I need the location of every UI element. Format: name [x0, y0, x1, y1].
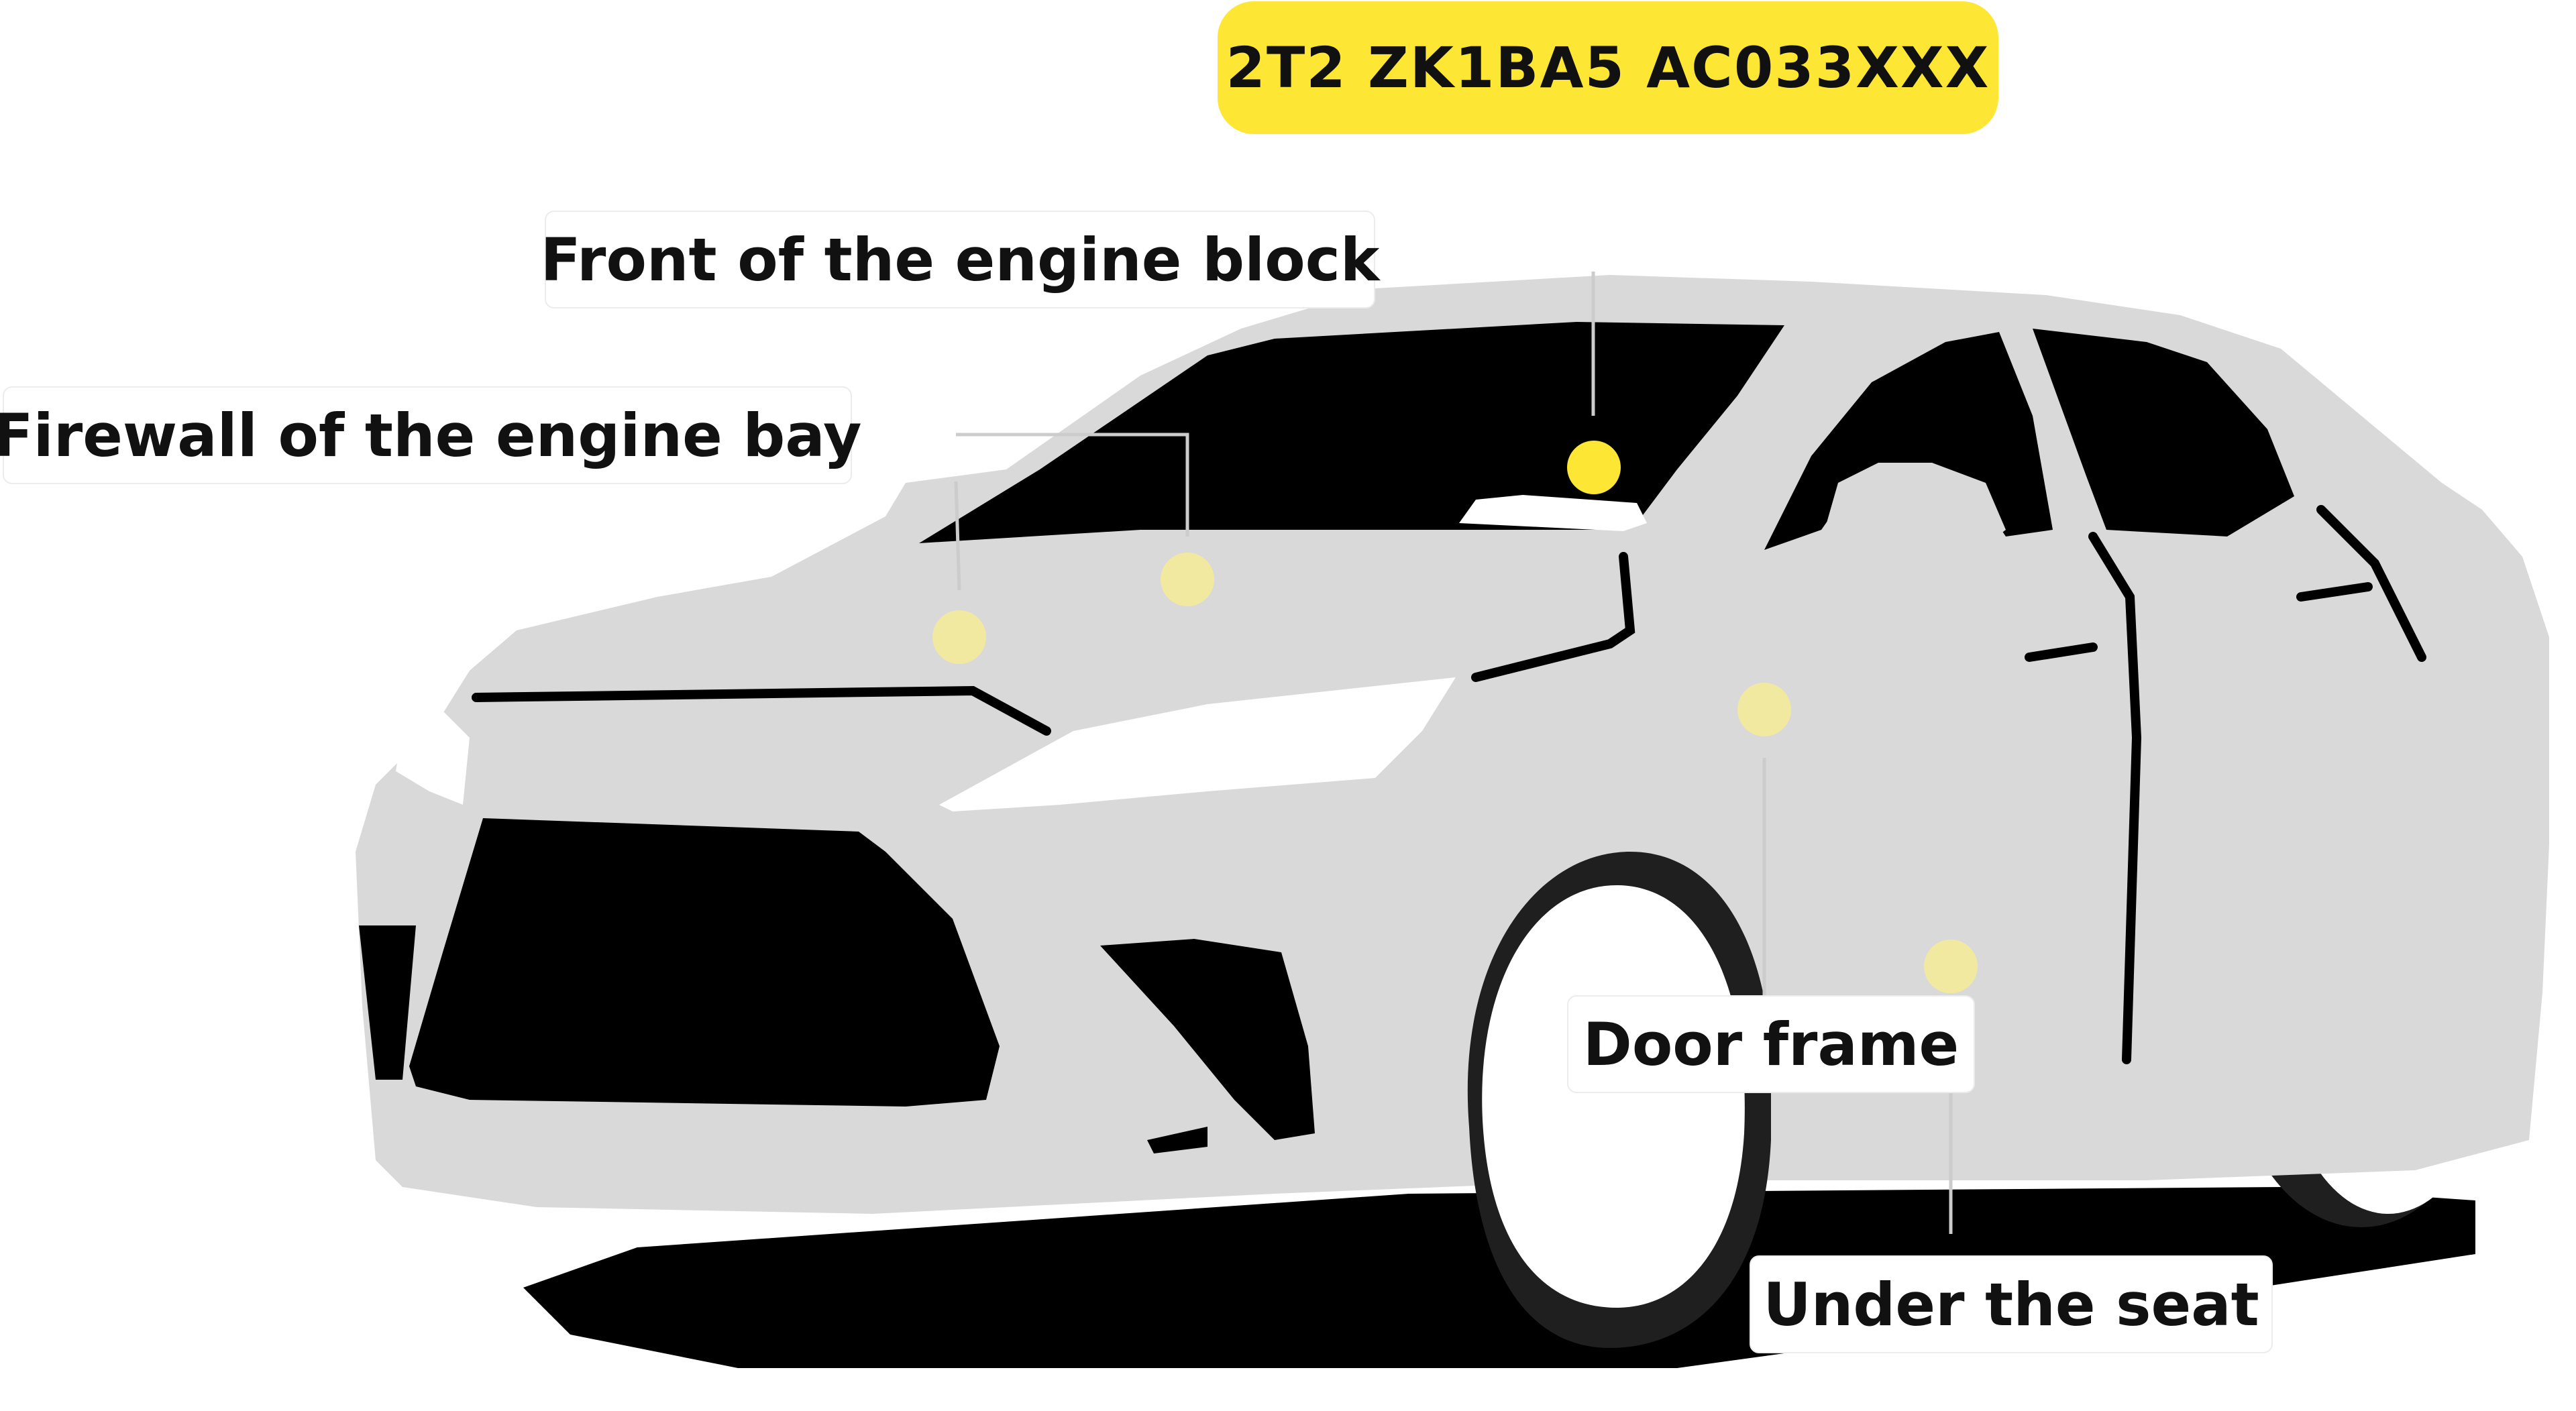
marker-firewall-right — [1161, 553, 1214, 606]
label-door-frame: Door frame — [1567, 995, 1975, 1093]
front-door-handle — [2025, 642, 2098, 662]
rear-door-handle — [2296, 582, 2373, 602]
hood-line — [472, 685, 1051, 736]
marker-firewall-left — [932, 610, 986, 664]
door-gap-line — [2088, 532, 2142, 1064]
headlight-left — [396, 711, 470, 805]
grille — [409, 818, 1000, 1107]
rear-door-line — [2316, 505, 2426, 662]
headlight-right — [939, 677, 1456, 811]
marker-under-seat — [1924, 940, 1978, 993]
fog-light-left — [359, 925, 416, 1080]
fog-light-accent — [1147, 1127, 1208, 1153]
marker-front-engine-block — [1567, 441, 1621, 494]
label-text: Door frame — [1582, 1009, 1960, 1079]
leader-line-firewall-1 — [956, 433, 1189, 537]
front-rim — [1482, 885, 1745, 1308]
fog-light-right — [1100, 939, 1315, 1140]
label-text: Firewall of the engine bay — [0, 400, 862, 470]
fender-line — [1471, 552, 1635, 682]
label-text: Under the seat — [1763, 1269, 2259, 1339]
label-under-seat: Under the seat — [1750, 1255, 2273, 1353]
label-firewall: Firewall of the engine bay — [0, 386, 861, 484]
label-front-engine-block: Front of the engine block — [541, 211, 1379, 308]
label-text: Front of the engine block — [540, 225, 1380, 294]
windshield — [919, 322, 1784, 543]
rear-side-window — [2033, 329, 2294, 537]
marker-door-frame — [1737, 683, 1791, 736]
side-mirror — [1825, 463, 2006, 550]
vin-number-badge: 2T2 ZK1BA5 AC033XXX — [1218, 1, 1998, 134]
leader-line-firewall-2 — [954, 481, 961, 591]
vin-number: 2T2 ZK1BA5 AC033XXX — [1226, 35, 1990, 101]
wiper-cowl — [1459, 495, 1647, 531]
